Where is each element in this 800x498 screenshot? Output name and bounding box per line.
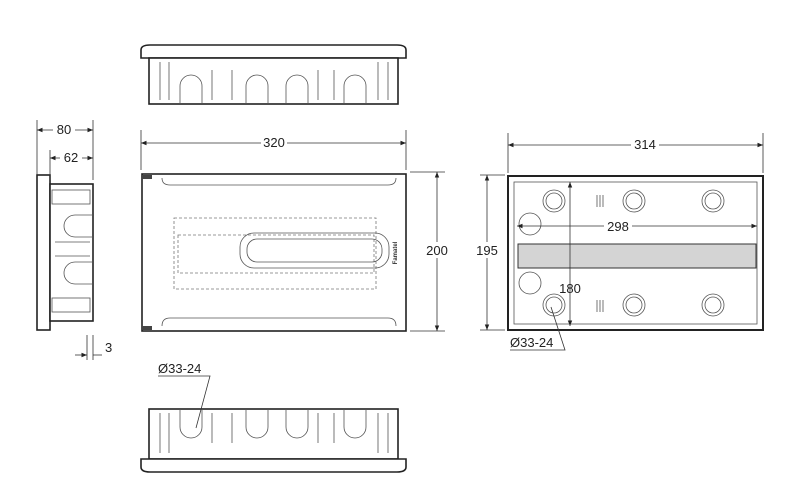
knockout-holes [518,189,725,317]
dim-180: 180 [559,281,581,296]
bottom-view [140,408,407,473]
dimension-labels: 80 62 3 320 200 314 195 298 180 Ø33-24 Ø… [53,122,659,376]
dim-knockout-bottom: Ø33-24 [158,361,201,376]
dim-80: 80 [57,122,71,137]
dim-3: 3 [105,340,112,355]
dim-298: 298 [607,219,629,234]
back-view [507,175,764,331]
dim-knockout-back: Ø33-24 [510,335,553,350]
dim-320: 320 [263,135,285,150]
side-view [36,174,94,331]
top-view [140,44,407,105]
dim-62: 62 [64,150,78,165]
dim-314: 314 [634,137,656,152]
brand-logo: Famatel [393,241,399,264]
front-view: Famatel [141,173,407,332]
dim-195: 195 [476,243,498,258]
din-rail [517,243,757,269]
dim-200: 200 [426,243,448,258]
